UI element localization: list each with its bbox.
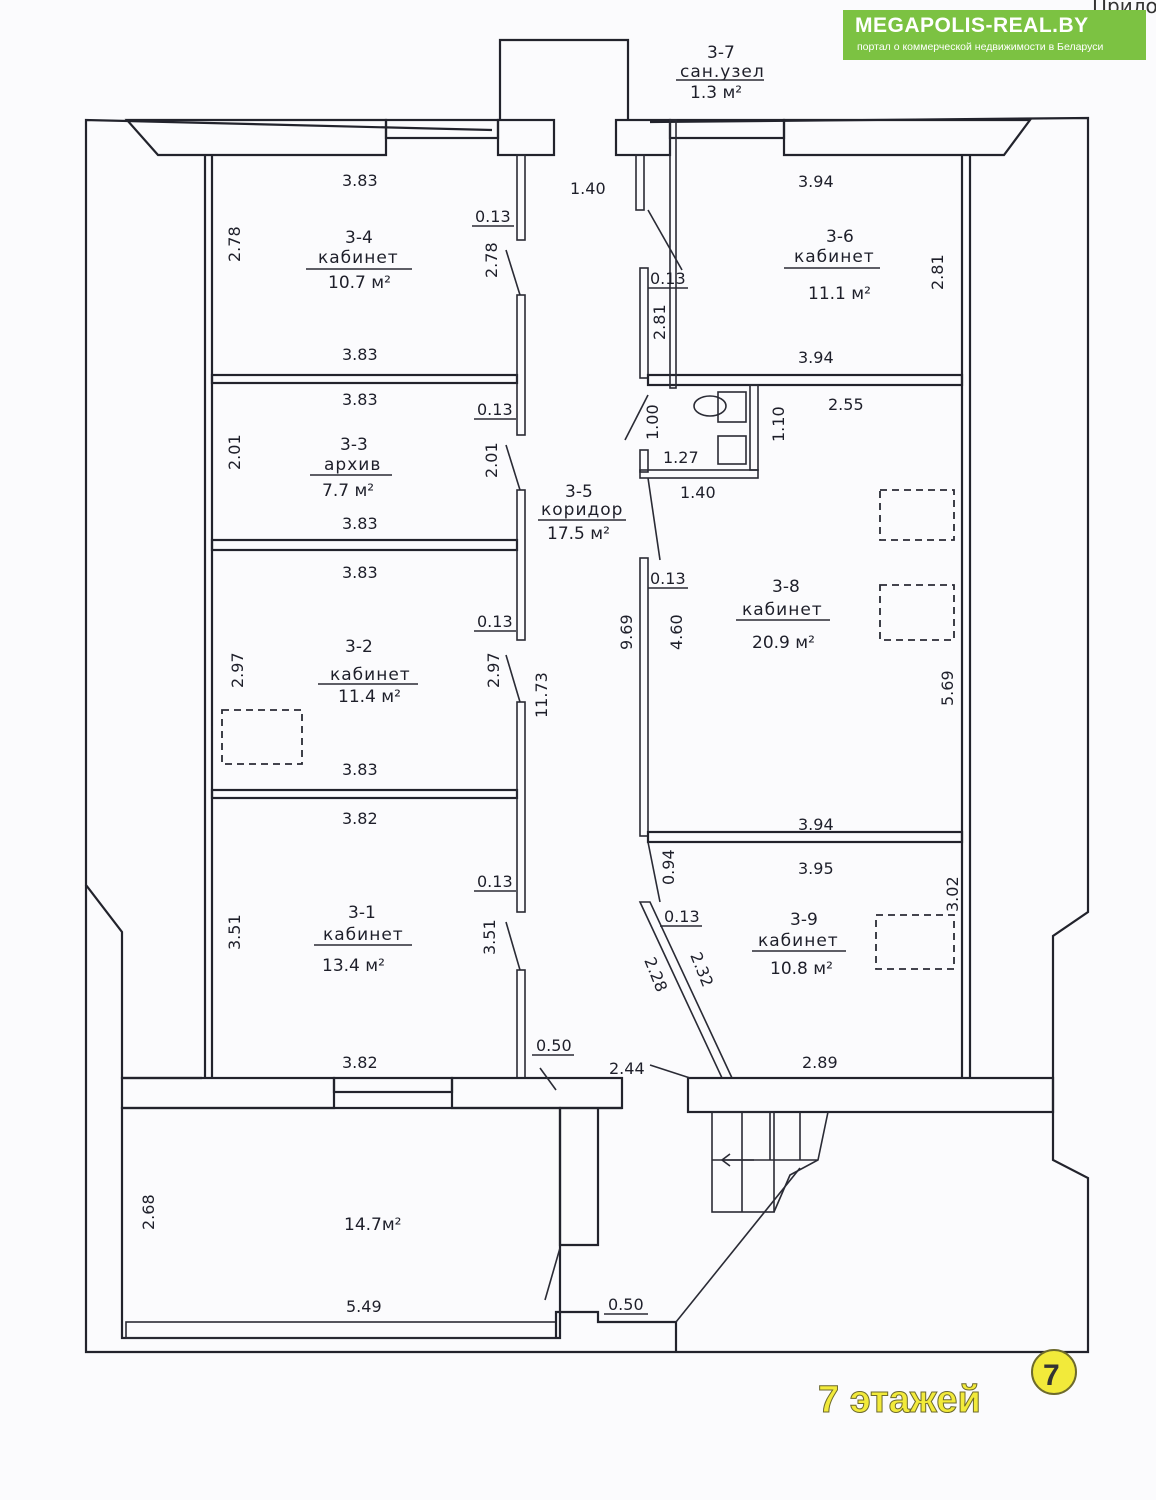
right-rooms-walls [624,119,972,1079]
dim-label: 3.83 [342,563,378,582]
dim-label: 3.83 [342,514,378,533]
dim-label: 0.13 [475,207,511,226]
room-3-6-name: кабинет [794,247,875,267]
floors-label: 7 этажей [818,1379,981,1421]
dim-label: 0.50 [536,1036,572,1055]
dim-label: 0.13 [664,907,700,926]
room-3-6-id: 3-6 [826,227,854,247]
dim-label: 3.94 [798,172,834,191]
room-3-2-id: 3-2 [345,637,373,657]
room-3-5-area: 17.5 м² [547,524,610,544]
dim-label: 2.01 [482,442,501,478]
floors-badge-icon: 7 [1031,1349,1077,1395]
dim-label: 0.50 [608,1295,644,1314]
room-3-4-name: кабинет [318,248,399,268]
dim-label: 1.10 [769,406,788,442]
dim-label: 9.69 [617,614,636,650]
dim-label: 2.44 [609,1059,645,1078]
dim-label: 3.95 [798,859,834,878]
dim-label: 3.51 [225,914,244,950]
dim-label: 5.49 [346,1297,382,1316]
dim-label: 3.82 [342,809,378,828]
dim-label: 3.83 [342,390,378,409]
room-3-4-area: 10.7 м² [328,273,391,293]
hatch-marks [221,489,955,970]
room-3-1-area: 13.4 м² [322,956,385,976]
dim-label: 2.89 [802,1053,838,1072]
dim-label: 0.94 [659,849,678,885]
dim-label: 1.40 [680,483,716,502]
dim-label: 0.13 [650,569,686,588]
dim-label: 3.94 [798,348,834,367]
room-3-7-name: сан.узел [680,62,765,82]
dim-label: 2.81 [928,254,947,290]
dim-label: 3.83 [342,760,378,779]
dim-label: 1.40 [570,179,606,198]
dim-label: 1.00 [643,404,662,440]
room-3-1-name: кабинет [323,925,404,945]
room-3-2-name: кабинет [330,665,411,685]
left-rooms-walls [203,154,526,1079]
room-3-3-area: 7.7 м² [322,481,374,501]
dim-label: 2.81 [650,304,669,340]
room-3-5-name: коридор [541,500,623,520]
brand-tagline: портал о коммерческой недвижимости в Бел… [857,41,1104,53]
room-3-9-area: 10.8 м² [770,959,833,979]
dim-label: 2.55 [828,395,864,414]
room-3-2-area: 11.4 м² [338,687,401,707]
dimension-labels: 3.83 2.78 0.13 2.78 3.83 3.83 2.01 0.13 … [139,171,962,1316]
dim-label: 4.60 [667,614,686,650]
dim-label: 2.97 [484,652,503,688]
dim-label: 2.32 [686,949,717,989]
dim-label: 3.51 [480,919,499,955]
room-3-8-name: кабинет [742,600,823,620]
room-3-8-id: 3-8 [772,577,800,597]
room-3-6-area: 11.1 м² [808,284,871,304]
dim-label: 3.02 [943,876,962,912]
room-3-3-id: 3-3 [340,435,368,455]
svg-text:7: 7 [1043,1359,1060,1392]
dim-label: 3.83 [342,345,378,364]
dim-label: 0.13 [477,400,513,419]
room-lower-area: 14.7м² [344,1215,402,1235]
dim-label: 0.13 [650,269,686,288]
room-labels: 3-4 кабинет 10.7 м² 3-3 архив 7.7 м² 3-2… [306,43,880,1235]
dim-label: 2.97 [228,652,247,688]
dim-label: 1.27 [663,448,699,467]
dim-label: 3.82 [342,1053,378,1072]
room-3-7-area: 1.3 м² [690,83,742,103]
lower-walls [120,1067,1055,1352]
brand-banner[interactable]: MEGAPOLIS-REAL.BY портал о коммерческой … [843,10,1146,60]
brand-name: MEGAPOLIS-REAL.BY [855,14,1089,37]
room-3-9-name: кабинет [758,931,839,951]
room-3-5-id: 3-5 [565,482,593,502]
dim-label: 5.69 [938,670,957,706]
dim-label: 2.01 [225,434,244,470]
room-3-7-id: 3-7 [707,43,735,63]
dim-label: 0.13 [477,612,513,631]
dim-label: 2.68 [139,1194,158,1230]
room-3-9-id: 3-9 [790,910,818,930]
dim-label: 3.94 [798,815,834,834]
room-3-1-id: 3-1 [348,903,376,923]
dim-label: 3.83 [342,171,378,190]
room-3-3-name: архив [324,455,381,475]
room-3-8-area: 20.9 м² [752,633,815,653]
dim-label: 2.78 [482,242,501,278]
dim-label: 11.73 [532,672,551,718]
dim-label: 2.78 [225,226,244,262]
dim-label: 0.13 [477,872,513,891]
room-3-4-id: 3-4 [345,228,373,248]
